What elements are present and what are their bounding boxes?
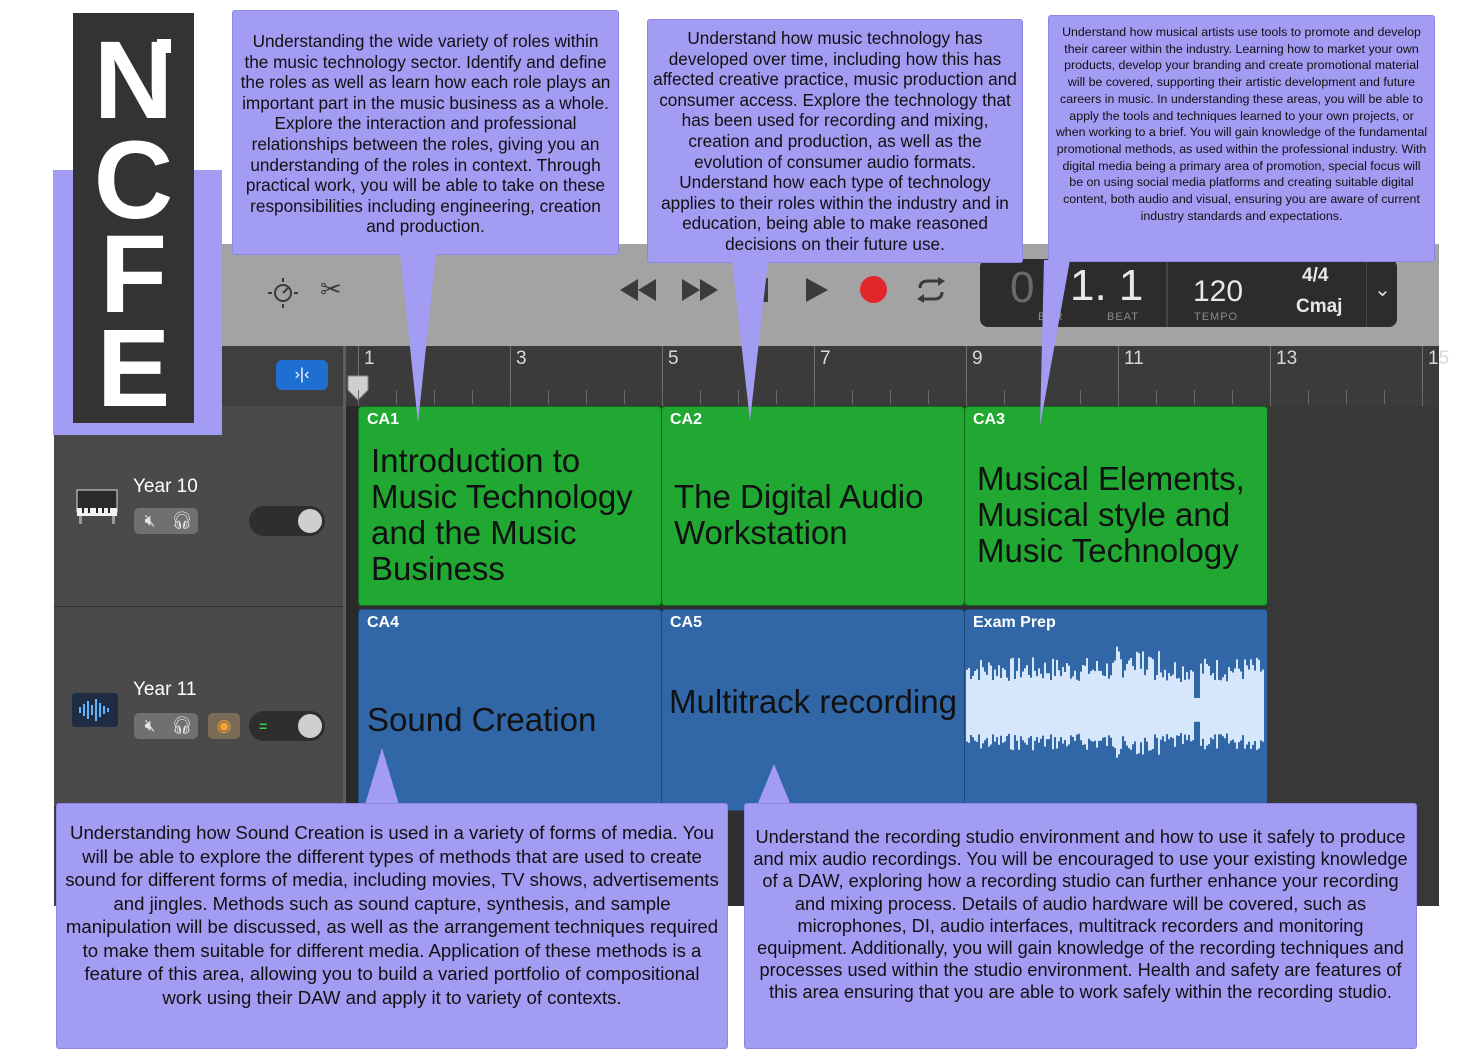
region-title: Musical Elements, Musical style and Musi… [977, 460, 1245, 569]
smart-tempo-button[interactable]: ›|‹ [276, 360, 328, 390]
mute-icon[interactable]: 🔇︎ [144, 716, 156, 735]
track-toggle[interactable] [249, 506, 325, 536]
region-exam-prep[interactable]: Exam Prep [964, 609, 1268, 811]
callout-text: Understanding the wide variety of roles … [240, 31, 611, 237]
region-title: Sound Creation [367, 701, 597, 738]
callout-ca5: Understand the recording studio environm… [744, 803, 1417, 1049]
ncfe-logo: N C F E [73, 13, 194, 430]
callout-text: Understand how musical artists use tools… [1055, 25, 1428, 223]
bar-value: 0 [1010, 263, 1035, 312]
region-title: The Digital Audio Workstation [674, 478, 924, 551]
beat-label: BEAT [1107, 311, 1139, 323]
headphones-icon[interactable]: 🎧︎ [171, 511, 193, 530]
input-monitor-icon[interactable]: ◉ [216, 716, 232, 735]
region-title: Multitrack recording [669, 683, 957, 720]
waveform-icon [72, 693, 118, 727]
region-ca4[interactable]: CA4 Sound Creation [358, 609, 662, 811]
track-headers: ›|‹ Year 10 🔇︎ 🎧︎ Year 11 🔇︎ [54, 346, 343, 906]
bar-number: 11 [1124, 348, 1144, 369]
bar-number: 5 [668, 348, 679, 369]
callout-ca2-pointer [732, 261, 768, 421]
logo-letter-c: C [93, 119, 174, 242]
logo-dot [157, 39, 171, 53]
callout-text: Understand the recording studio environm… [753, 827, 1408, 1003]
callout-ca3-pointer [1040, 260, 1070, 426]
mute-icon[interactable]: 🔇︎ [144, 511, 156, 530]
region-label: CA2 [670, 411, 703, 428]
region-label: CA3 [973, 411, 1006, 428]
tempo-value: 120 [1193, 275, 1244, 308]
beat-value: 1. 1 [1070, 261, 1144, 310]
region-title: Introduction to Music Technology and the… [371, 442, 633, 587]
region-ca2[interactable]: CA2 The Digital Audio Workstation [661, 406, 965, 606]
record-icon[interactable] [860, 276, 887, 303]
logo-letter-f: F [99, 213, 168, 336]
playhead-icon[interactable] [346, 374, 370, 406]
region-label: CA4 [367, 614, 400, 631]
region-ca3[interactable]: CA3 Musical Elements, Musical style and … [964, 406, 1268, 606]
chevron-down-icon[interactable]: ⌄ [1366, 259, 1398, 327]
scissors-icon[interactable]: ✂ [320, 274, 342, 304]
fast-forward-icon[interactable] [682, 279, 720, 301]
headphones-icon[interactable]: 🎧︎ [171, 716, 193, 735]
callout-ca1: Understanding the wide variety of roles … [232, 10, 619, 255]
callout-ca5-pointer [756, 764, 792, 808]
callout-ca2: Understand how music technology has deve… [647, 19, 1023, 263]
track-name: Year 10 [133, 476, 198, 497]
logo-letter-e: E [96, 307, 171, 430]
bar-number: 15 [1428, 348, 1450, 369]
bar-number: 13 [1276, 348, 1298, 369]
callout-text: Understanding how Sound Creation is used… [65, 822, 719, 1008]
region-label: CA1 [367, 411, 400, 428]
rewind-icon[interactable] [620, 279, 658, 301]
bar-number: 3 [516, 348, 527, 369]
bar-number: 9 [972, 348, 983, 369]
tempo-label: TEMPO [1194, 311, 1239, 323]
callout-text: Understand how music technology has deve… [653, 28, 1017, 254]
callout-ca1-pointer [400, 253, 436, 423]
logo-letter-n: N [93, 19, 174, 142]
bar-number: 1 [364, 348, 375, 369]
cycle-icon[interactable] [916, 277, 946, 303]
brightness-icon[interactable] [266, 276, 300, 310]
track-name: Year 11 [133, 679, 197, 700]
piano-icon [76, 489, 118, 524]
track-year-10[interactable]: Year 10 🔇︎ 🎧︎ [54, 406, 343, 607]
track-year-11[interactable]: Year 11 🔇︎ 🎧︎ ◉ = [54, 607, 343, 808]
region-ca5[interactable]: CA5 Multitrack recording [661, 609, 965, 811]
time-signature: 4/4 [1302, 265, 1329, 286]
region-ca1[interactable]: CA1 Introduction to Music Technology and… [358, 406, 662, 606]
bar-number: 7 [820, 348, 831, 369]
region-label: Exam Prep [973, 614, 1056, 631]
callout-ca4-pointer [364, 748, 400, 808]
timeline-ruler[interactable]: 1 3 5 7 9 11 13 15 [346, 346, 1449, 406]
audio-waveform [966, 646, 1264, 758]
callout-ca4: Understanding how Sound Creation is used… [56, 803, 728, 1049]
track-toggle[interactable]: = [249, 711, 325, 741]
callout-ca3: Understand how musical artists use tools… [1048, 15, 1435, 262]
play-icon[interactable] [806, 278, 828, 302]
key-signature: Cmaj [1296, 296, 1343, 317]
region-label: CA5 [670, 614, 703, 631]
